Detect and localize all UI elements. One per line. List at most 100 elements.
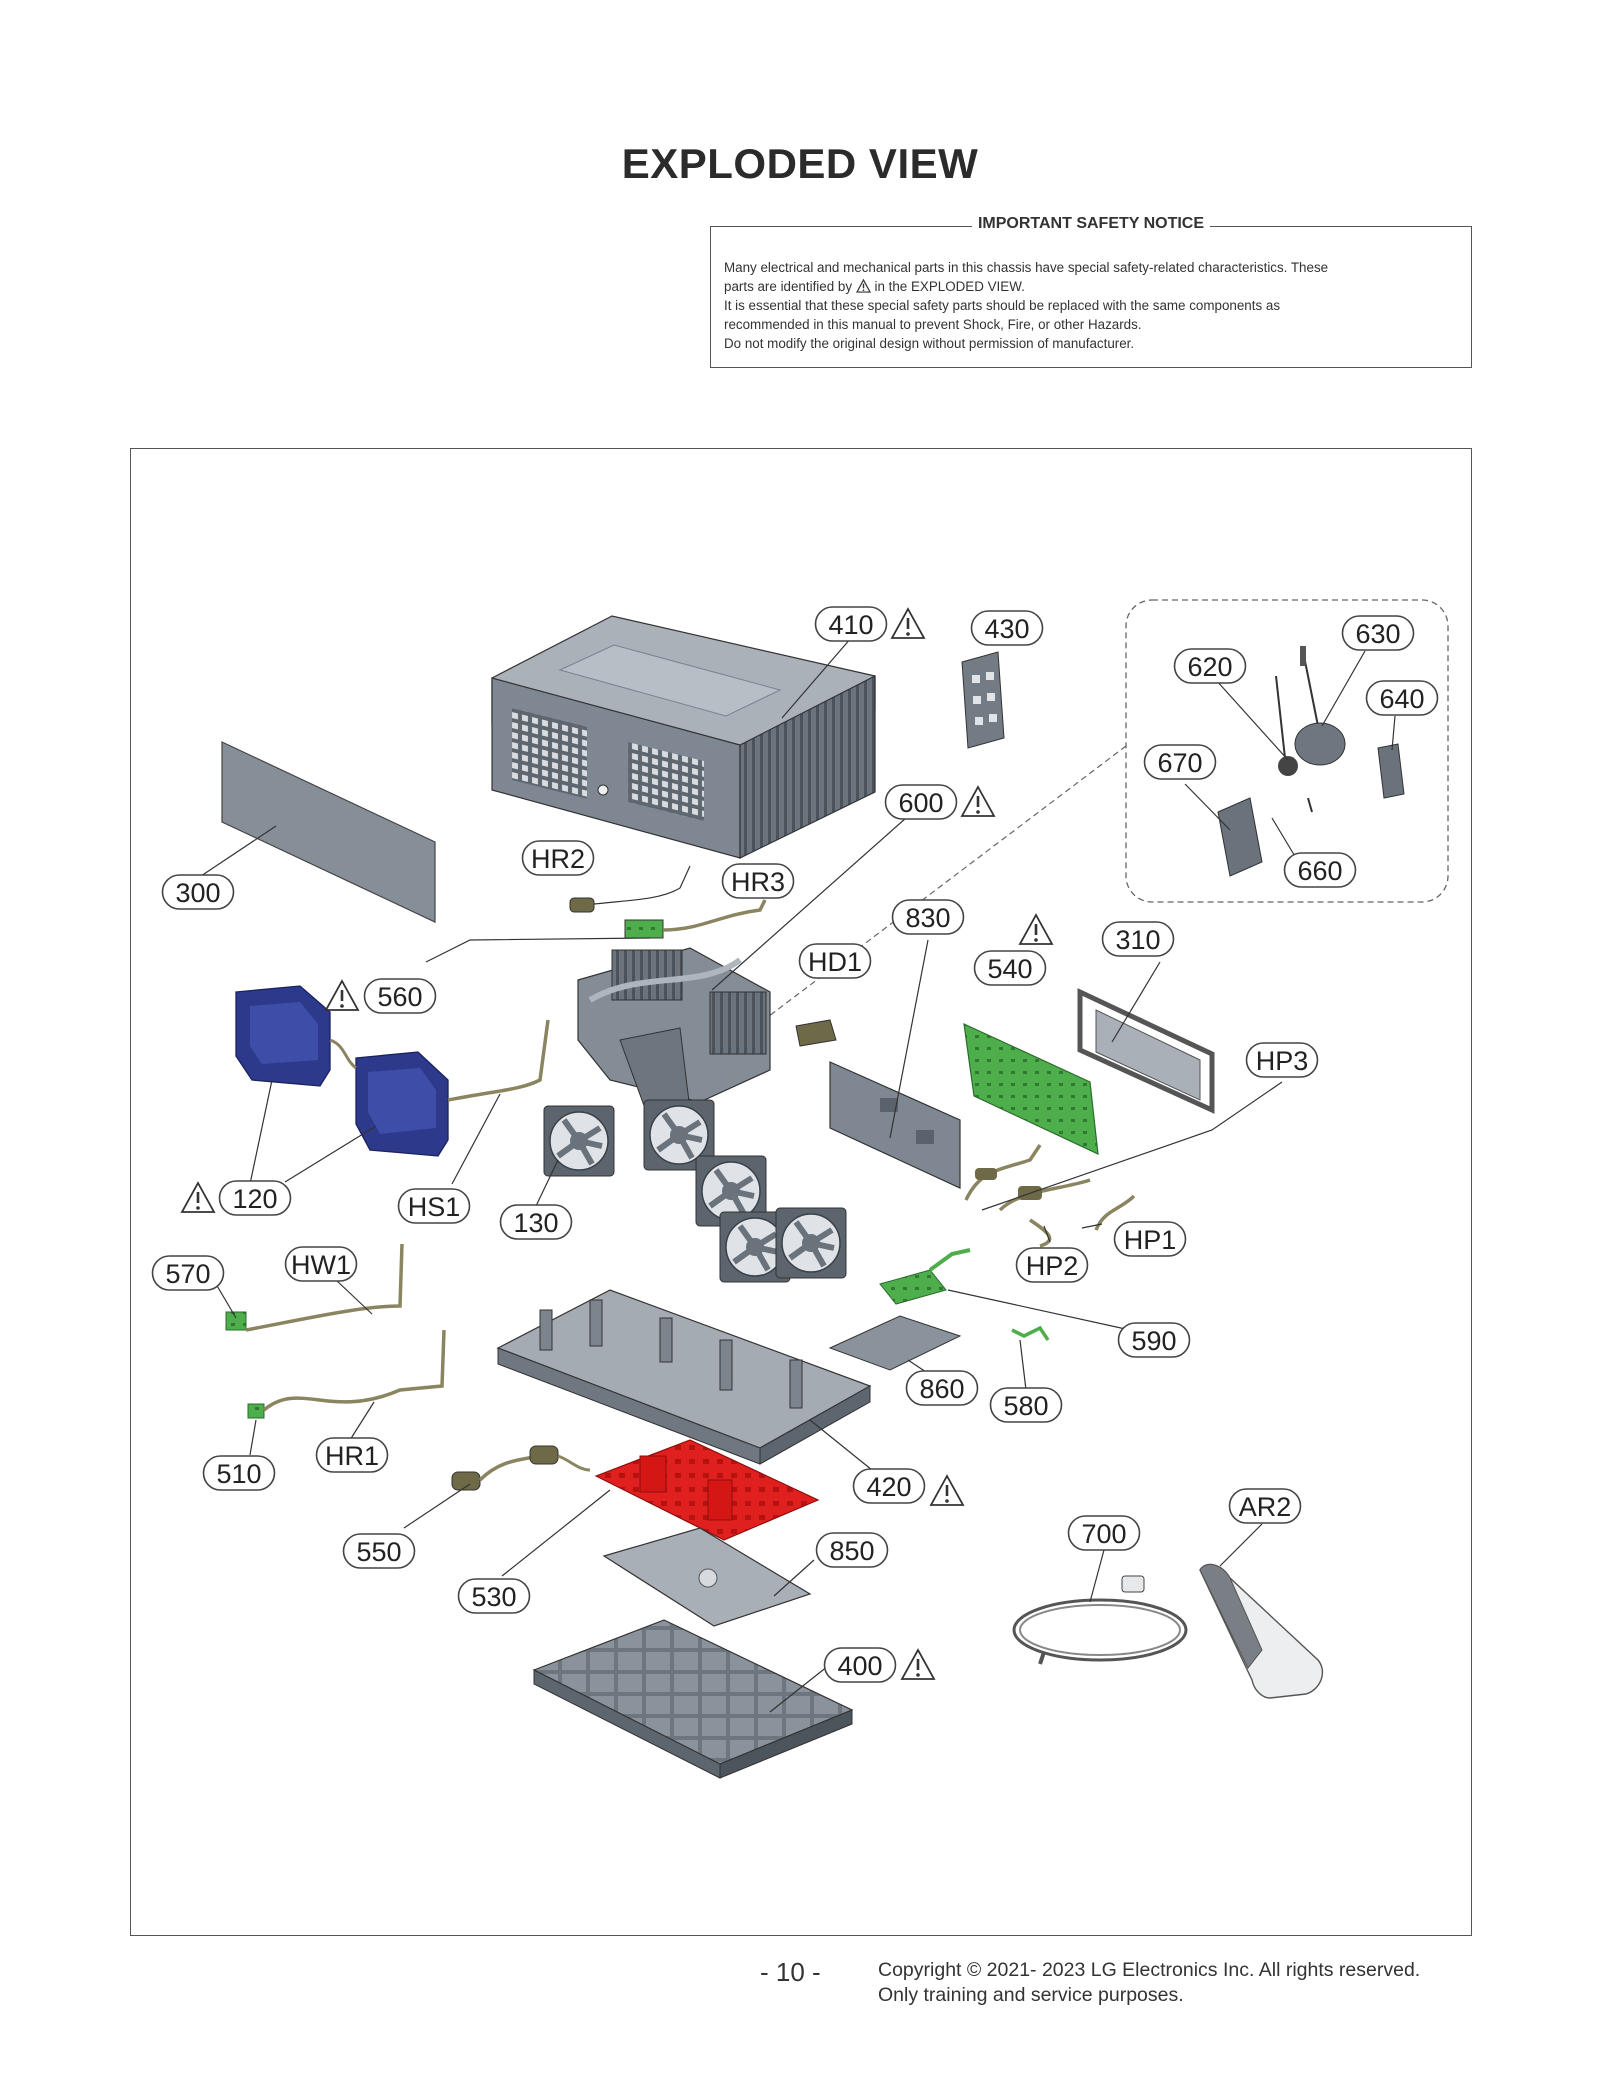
warning-icon xyxy=(855,279,871,293)
warning-icon xyxy=(1018,913,1054,945)
callout-label: HR2 xyxy=(531,844,585,874)
callout-hs1: HS1 xyxy=(397,1188,471,1224)
callout-550: 550 xyxy=(342,1533,416,1569)
heatsink-assembly xyxy=(577,947,771,1123)
callout-label: HW1 xyxy=(291,1250,351,1280)
warning-icon xyxy=(960,785,996,817)
callout-850: 850 xyxy=(815,1532,889,1568)
callout-hp3: HP3 xyxy=(1245,1042,1319,1078)
callout-540: 540 xyxy=(973,950,1047,986)
diagram-frame xyxy=(130,448,1472,1936)
callout-label: HR3 xyxy=(731,867,785,897)
callout-label: HP1 xyxy=(1124,1225,1177,1255)
callout-label: HP3 xyxy=(1256,1046,1309,1076)
copyright: Copyright © 2021- 2023 LG Electronics In… xyxy=(878,1958,1420,2008)
callout-label: 550 xyxy=(356,1537,401,1567)
bracket-830 xyxy=(829,1061,961,1189)
callout-label: 660 xyxy=(1297,856,1342,886)
callout-ar2: AR2 xyxy=(1228,1488,1302,1524)
notice-line: parts are identified by in the EXPLODED … xyxy=(724,279,1025,294)
callout-700: 700 xyxy=(1067,1515,1141,1551)
notice-line: recommended in this manual to prevent Sh… xyxy=(724,317,1142,332)
callout-label: 600 xyxy=(898,788,943,818)
hs1-cable xyxy=(447,1019,550,1102)
fans-130 xyxy=(544,1100,846,1282)
callout-120: 120 xyxy=(218,1180,292,1216)
callout-580: 580 xyxy=(989,1387,1063,1423)
safety-notice-box: IMPORTANT SAFETY NOTICE Many electrical … xyxy=(710,215,1472,368)
callout-label: 310 xyxy=(1115,925,1160,955)
callout-label: 430 xyxy=(984,614,1029,644)
callout-label: 400 xyxy=(837,1651,882,1681)
shield-850 xyxy=(602,1527,812,1627)
callout-860: 860 xyxy=(905,1370,979,1406)
callout-hr2: HR2 xyxy=(521,840,595,876)
callout-410: 410 xyxy=(814,606,888,642)
top-cover-410 xyxy=(491,615,876,859)
callout-label: AR2 xyxy=(1239,1492,1292,1522)
hp-cables xyxy=(964,1144,1136,1248)
copyright-line: Copyright © 2021- 2023 LG Electronics In… xyxy=(878,1959,1421,1981)
callout-830: 830 xyxy=(891,899,965,935)
callout-label: HD1 xyxy=(808,947,862,977)
warning-icon xyxy=(900,1648,936,1680)
callout-670: 670 xyxy=(1143,744,1217,780)
notice-line: It is essential that these special safet… xyxy=(724,298,1281,313)
callout-label: 410 xyxy=(828,610,873,640)
safety-notice-text: Many electrical and mechanical parts in … xyxy=(724,258,1458,353)
callout-570: 570 xyxy=(151,1255,225,1291)
page-title: EXPLODED VIEW xyxy=(621,140,979,187)
callout-label: 510 xyxy=(216,1459,261,1489)
callout-530: 530 xyxy=(457,1578,531,1614)
power-cord-700 xyxy=(1012,1575,1188,1665)
remote-ar2 xyxy=(1199,1563,1324,1699)
callout-label: 590 xyxy=(1131,1326,1176,1356)
warning-icon xyxy=(180,1181,216,1213)
main-pcb-540 xyxy=(963,1022,1099,1155)
power-pcb-530 xyxy=(594,1439,820,1541)
callout-560: 560 xyxy=(363,978,437,1014)
callout-label: 860 xyxy=(919,1374,964,1404)
notice-line: Many electrical and mechanical parts in … xyxy=(724,260,1329,275)
front-panel-300 xyxy=(221,741,436,923)
leader-lines xyxy=(197,637,1396,1713)
notice-line: Do not modify the original design withou… xyxy=(724,336,1135,351)
page-number: - 10 - xyxy=(760,1957,821,1987)
warning-icon xyxy=(324,979,360,1011)
speakers-120 xyxy=(235,985,449,1157)
callout-600: 600 xyxy=(884,784,958,820)
warning-icon xyxy=(890,607,926,639)
callout-label: 130 xyxy=(513,1208,558,1238)
pcb-580 xyxy=(1011,1325,1050,1341)
callout-300: 300 xyxy=(161,874,235,910)
cable-hr1-510 xyxy=(247,1329,446,1419)
callout-label: 640 xyxy=(1379,684,1424,714)
chassis-420 xyxy=(496,1289,872,1465)
callout-hr3: HR3 xyxy=(721,863,795,899)
callout-label: 700 xyxy=(1081,1519,1126,1549)
callout-590: 590 xyxy=(1117,1322,1191,1358)
callout-label: 830 xyxy=(905,903,950,933)
callout-hp2: HP2 xyxy=(1015,1247,1089,1283)
callout-420: 420 xyxy=(852,1468,926,1504)
callout-label: 630 xyxy=(1355,619,1400,649)
callout-620: 620 xyxy=(1173,648,1247,684)
bracket-hd1 xyxy=(795,1019,837,1047)
bracket-310 xyxy=(1077,988,1215,1114)
callout-label: 580 xyxy=(1003,1391,1048,1421)
callout-hw1: HW1 xyxy=(284,1246,358,1282)
callout-510: 510 xyxy=(202,1455,276,1491)
callout-660: 660 xyxy=(1283,852,1357,888)
hr2-hr3-cables xyxy=(569,865,767,939)
cable-hw1-570 xyxy=(225,1243,404,1332)
callout-label: 570 xyxy=(165,1259,210,1289)
callout-label: 560 xyxy=(377,982,422,1012)
callout-label: HR1 xyxy=(325,1441,379,1471)
callout-hr1: HR1 xyxy=(315,1437,389,1473)
callout-hp1: HP1 xyxy=(1113,1221,1187,1257)
callout-630: 630 xyxy=(1341,615,1415,651)
callout-label: 530 xyxy=(471,1582,516,1612)
safety-notice-title: IMPORTANT SAFETY NOTICE xyxy=(971,215,1211,232)
callout-label: 670 xyxy=(1157,748,1202,778)
